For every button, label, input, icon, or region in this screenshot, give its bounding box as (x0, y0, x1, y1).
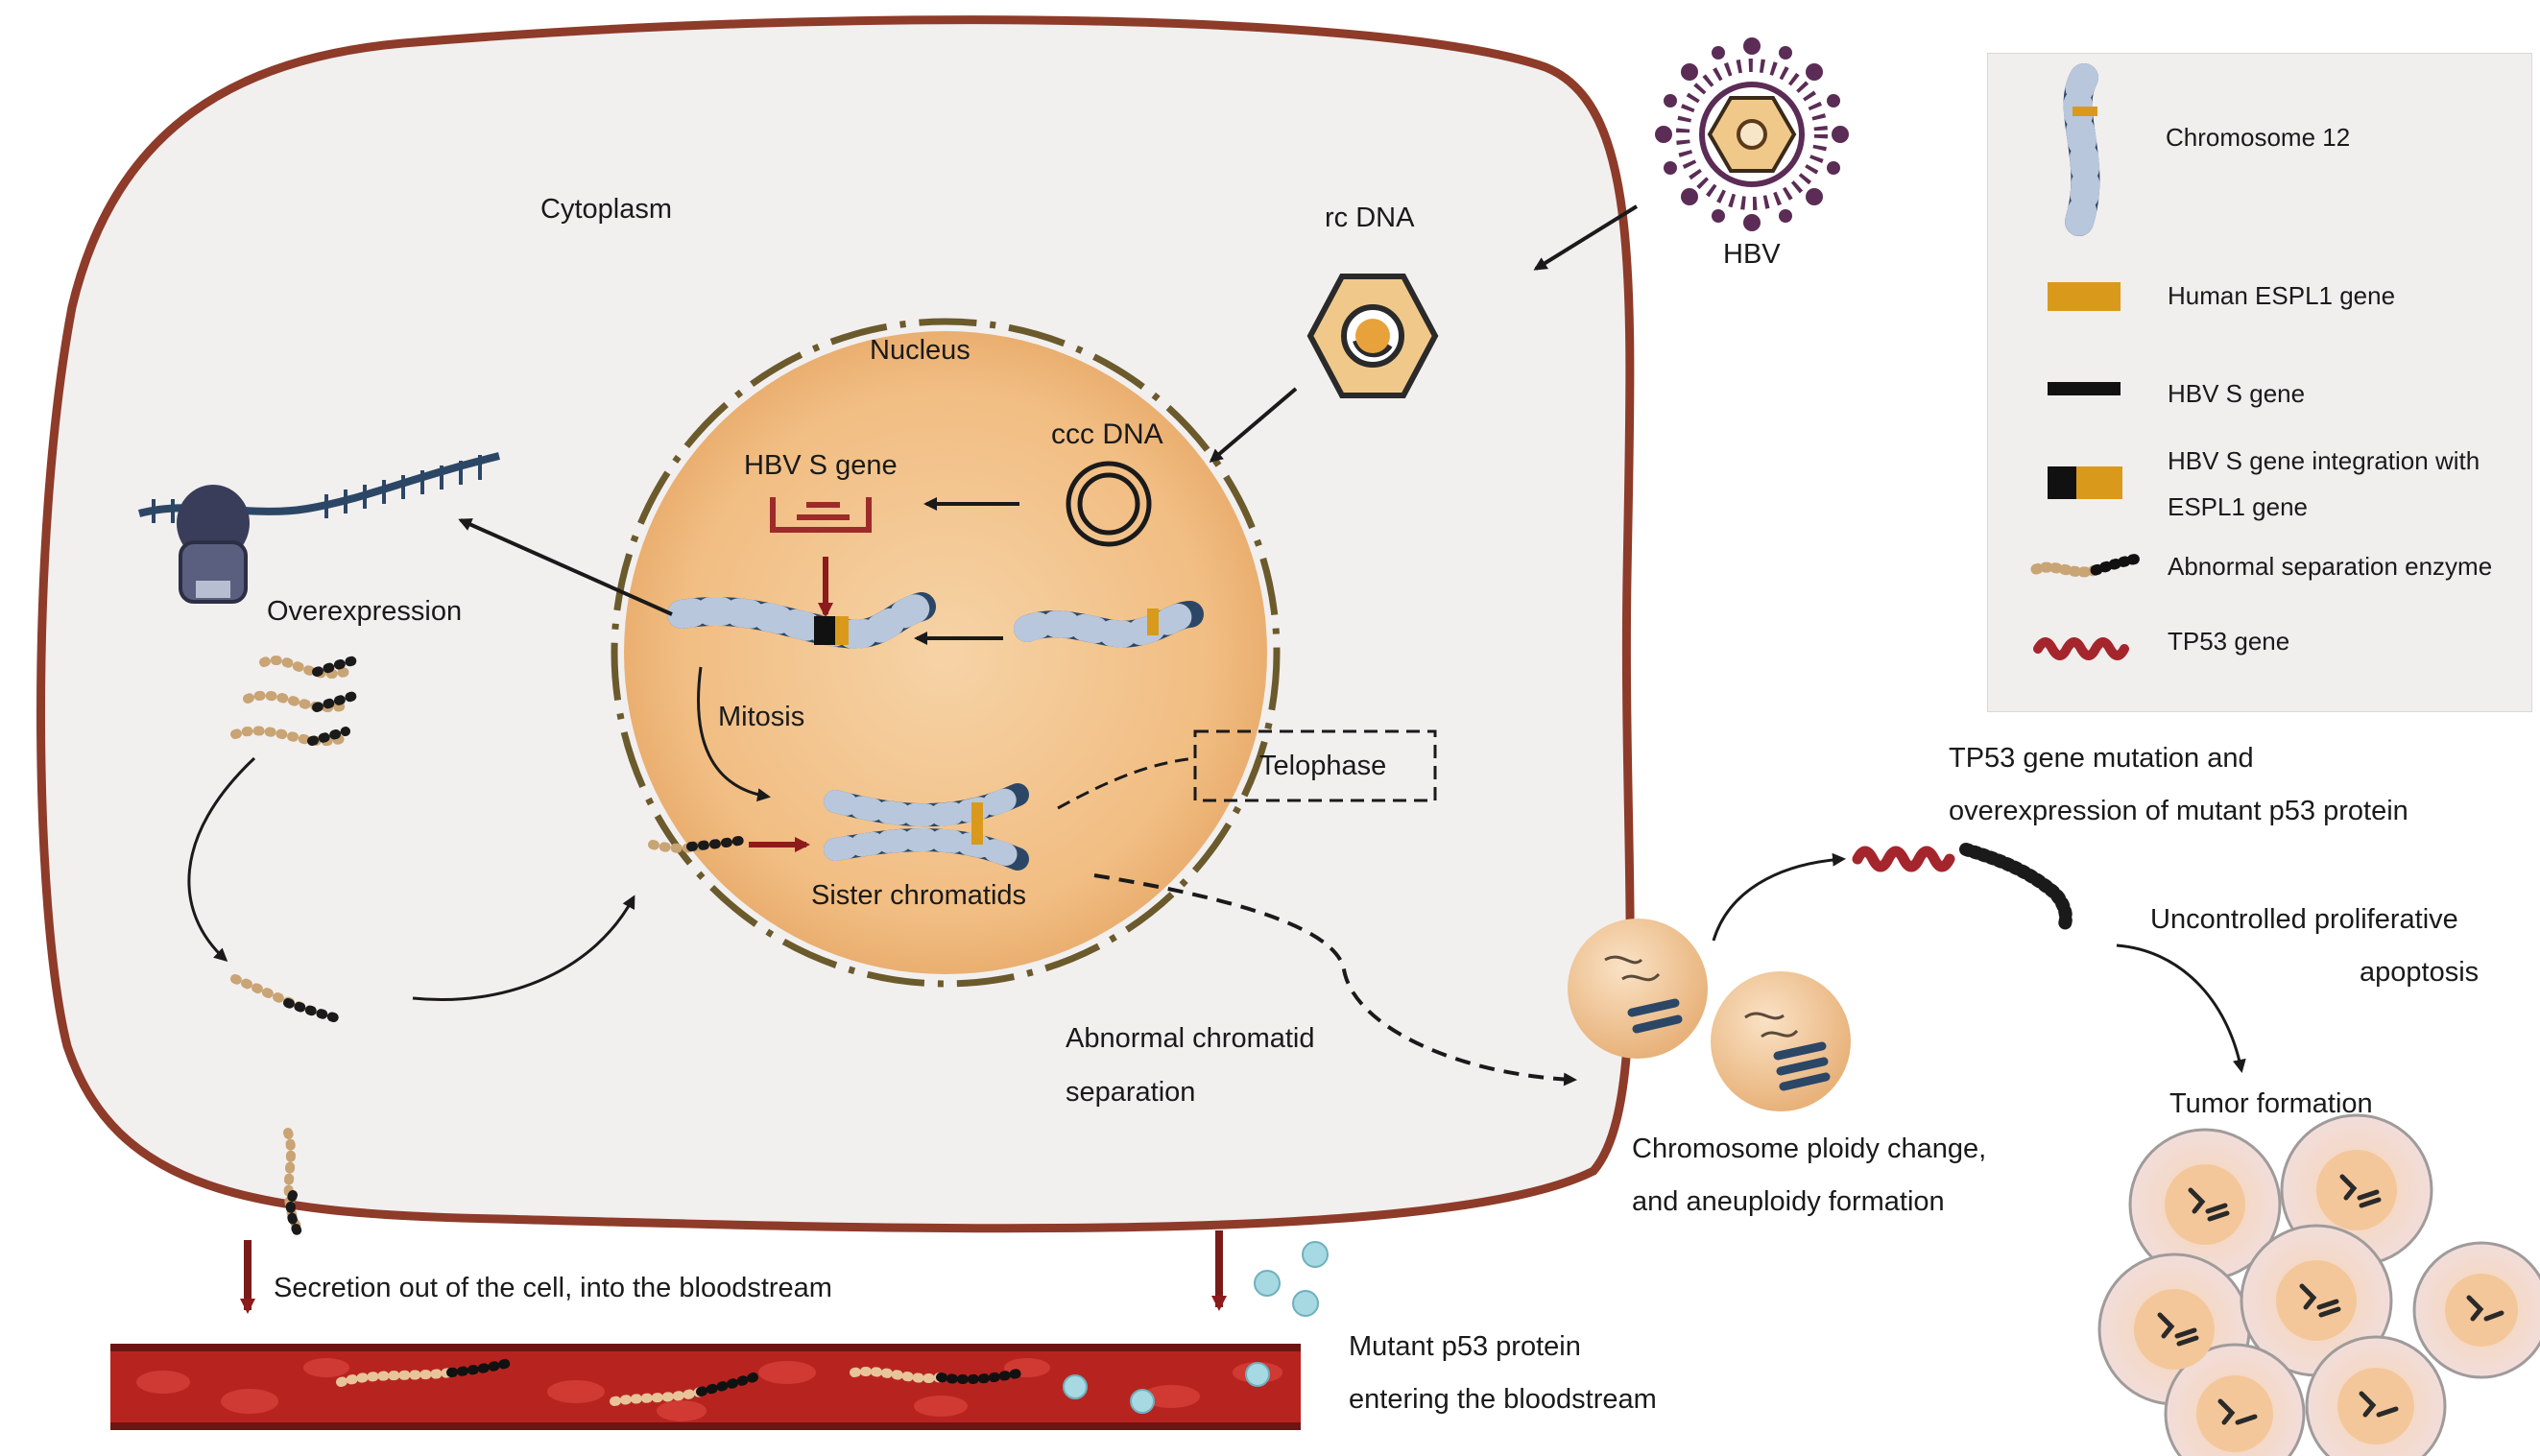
p53-bubbles-icon (1254, 1241, 1329, 1317)
legend-icons (2030, 63, 2147, 660)
tp53-gene-icon (2033, 637, 2129, 660)
ccc-dna-label: ccc DNA (1051, 418, 1163, 450)
mutant-p53-icon (1959, 843, 2073, 933)
legend: Chromosome 12 Human ESPL1 gene HBV S gen… (1987, 53, 2532, 712)
abnormal-separation-label-1: Abnormal chromatid (1066, 1023, 1315, 1054)
hbv-label: HBV (1723, 239, 1781, 270)
cytoplasm-label: Cytoplasm (540, 194, 672, 225)
secretion-label: Secretion out of the cell, into the bloo… (274, 1273, 832, 1303)
nuclear-envelope (611, 318, 1281, 988)
arrow-to-tumor (2116, 943, 2246, 1073)
enzyme-chains (230, 656, 749, 1243)
tumor-cluster-icon (2097, 1113, 2540, 1456)
espl1-gene-icon (2048, 282, 2121, 311)
sister-chromatids-label: Sister chromatids (811, 880, 1027, 911)
native-chromosome-icon (1014, 601, 1204, 648)
hbv-virus-icon (1655, 37, 1849, 231)
rc-dna-label: rc DNA (1325, 203, 1415, 233)
arrow-to-tp53 (1712, 852, 1846, 942)
legend-tp53-label: TP53 gene (2168, 627, 2290, 656)
tp53-mutation-label-2: overexpression of mutant p53 protein (1949, 796, 2408, 826)
telophase-box (1193, 729, 1437, 802)
ccc-dna-icon (1066, 461, 1152, 547)
telophase-leader (1057, 756, 1196, 810)
legend-enzyme-label: Abnormal separation enzyme (2168, 552, 2493, 581)
telophase-label: Telophase (1259, 751, 1387, 781)
arrow-chain-curve (187, 756, 256, 963)
ploidy-label-2: and aneuploidy formation (1632, 1186, 1945, 1217)
hbv-s-gene-icon (770, 497, 872, 533)
hbv-s-gene-icon (2048, 382, 2121, 395)
sister-chromatids-icon (824, 783, 1029, 871)
mitosis-label: Mitosis (718, 702, 805, 732)
aneuploid-cell-icon (1568, 919, 1708, 1059)
ribosome-icon (137, 452, 500, 604)
arrow-to-ribosome (458, 518, 673, 616)
abnormal-separation-label-2: separation (1066, 1077, 1196, 1108)
arrow-rc-to-ccc (1209, 387, 1298, 463)
hbv-s-gene-label: HBV S gene (744, 450, 898, 481)
tumor-formation-label: Tumor formation (2169, 1088, 2373, 1119)
overexpression-label: Overexpression (267, 596, 463, 627)
nucleus (624, 331, 1267, 974)
uncontrolled-label-2: apoptosis (2360, 957, 2480, 988)
blood-vessel (110, 1344, 1301, 1430)
legend-chromosome-label: Chromosome 12 (2166, 123, 2351, 152)
arrow-chain-to-nucleus (412, 895, 635, 1001)
nucleus-label: Nucleus (870, 335, 970, 366)
legend-hbv-s-label: HBV S gene (2168, 379, 2306, 408)
legend-integration-label-1: HBV S gene integration with (2168, 446, 2480, 475)
ploidy-label-1: Chromosome ploidy change, (1632, 1134, 1987, 1164)
tp53-mutation-label-1: TP53 gene mutation and (1949, 743, 2254, 774)
mutant-p53-label-2: entering the bloodstream (1349, 1384, 1657, 1415)
legend-integration-label-2: ESPL1 gene (2168, 492, 2309, 521)
arrow-hbv-to-cell (1533, 204, 1639, 271)
mutant-p53-label-1: Mutant p53 protein (1349, 1331, 1581, 1362)
uncontrolled-label-1: Uncontrolled proliferative (2150, 904, 2458, 935)
chromosome-icon (2063, 63, 2100, 236)
legend-espl1-label: Human ESPL1 gene (2168, 281, 2396, 310)
aneuploid-cell-icon (1711, 971, 1851, 1111)
arrow-mitosis (697, 666, 771, 802)
rc-dna-capsid-icon (1306, 274, 1439, 398)
integration-icon (2048, 466, 2122, 499)
arrow-abnormal-separation (1093, 873, 1577, 1086)
enzyme-icon (2030, 552, 2147, 578)
integrated-chromosome-icon (667, 592, 936, 649)
tp53-gene-icon (1852, 846, 1955, 872)
